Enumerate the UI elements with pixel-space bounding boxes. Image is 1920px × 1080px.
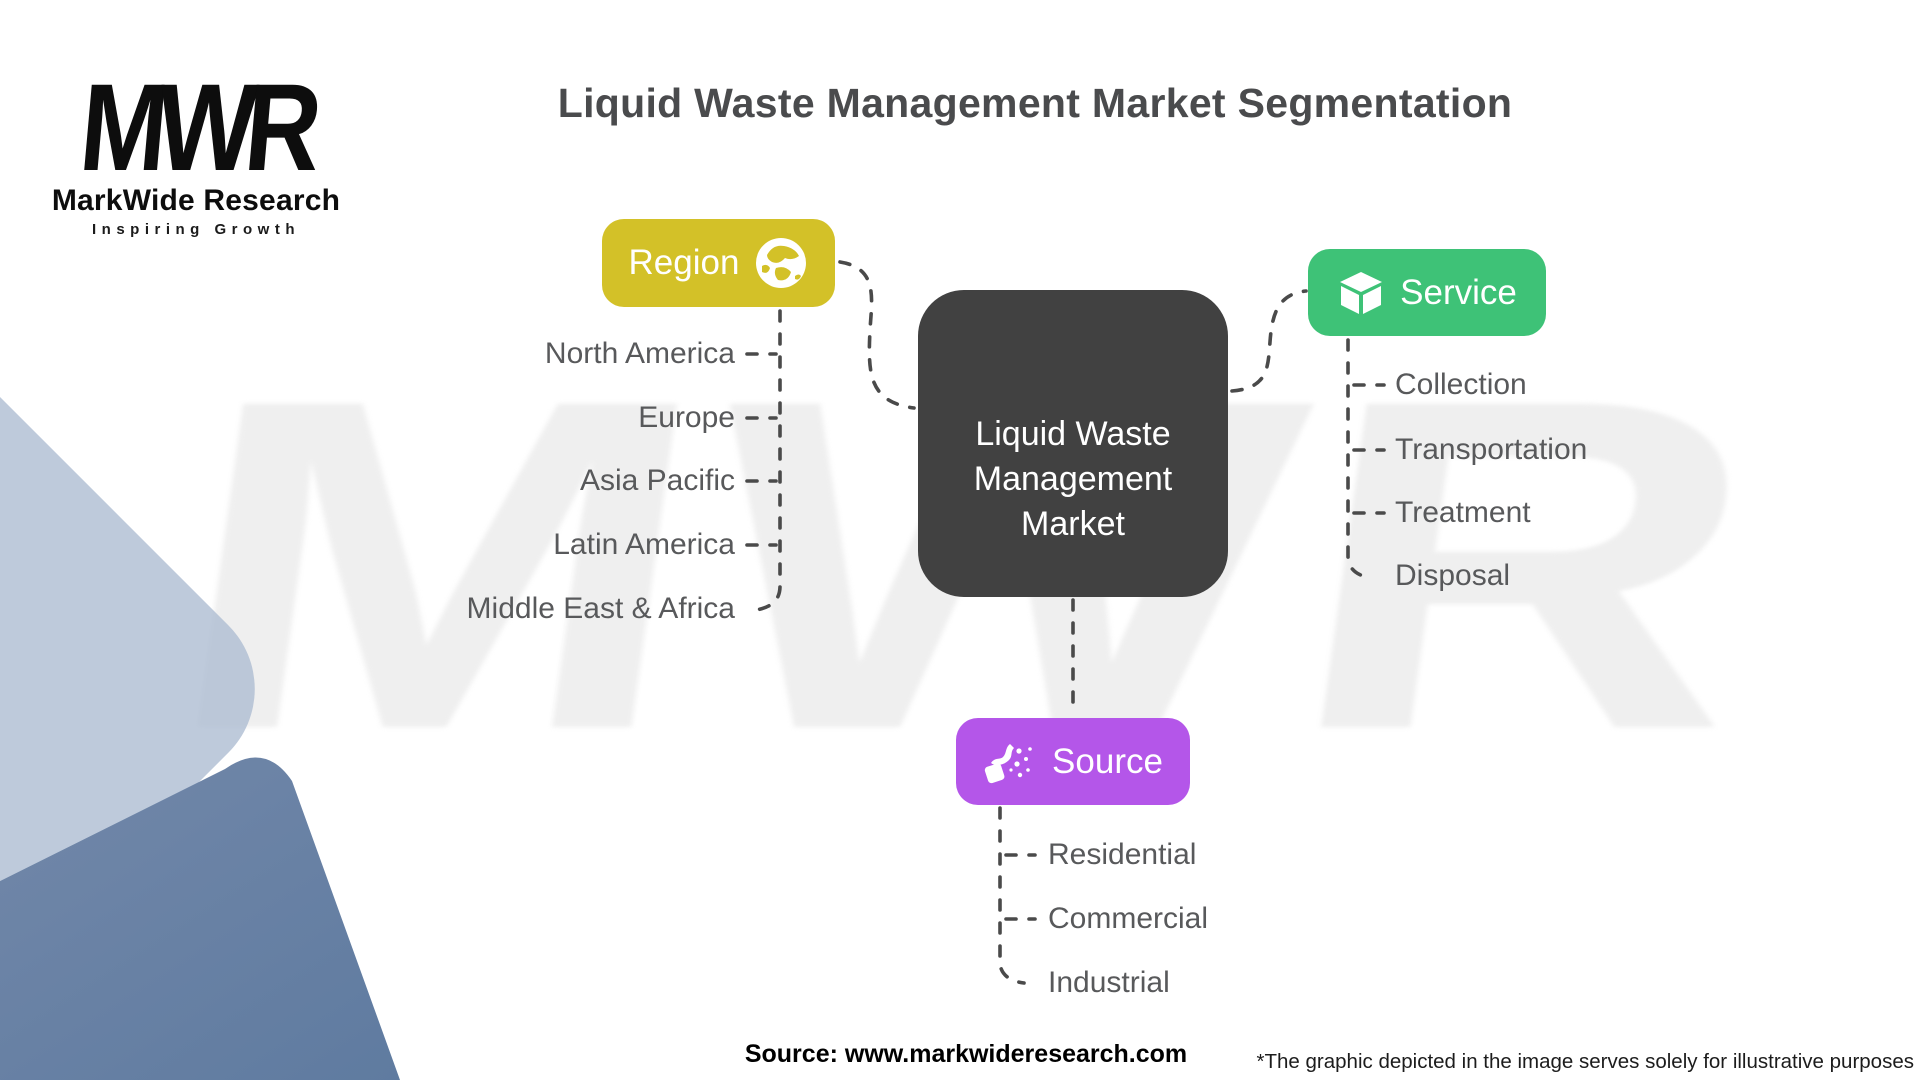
source-node-label: Source xyxy=(1052,741,1163,781)
service-node-label: Service xyxy=(1400,272,1517,312)
mwr-logo-mark: MWR xyxy=(74,59,318,197)
cube-icon xyxy=(1337,269,1385,317)
region-branch-node: Region xyxy=(602,219,835,307)
source-child-commercial: Commercial xyxy=(1048,902,1209,935)
region-child-middle-east-africa: Middle East & Africa xyxy=(466,592,735,625)
service-child-collection: Collection xyxy=(1395,368,1527,401)
service-child-disposal: Disposal xyxy=(1395,559,1511,592)
service-child-transportation: Transportation xyxy=(1395,433,1588,466)
source-child-industrial: Industrial xyxy=(1048,966,1170,999)
disclaimer-note: *The graphic depicted in the image serve… xyxy=(1256,1050,1914,1073)
service-child-treatment: Treatment xyxy=(1395,496,1531,529)
markwide-logo: MWR MarkWide Research Inspiring Growth xyxy=(50,59,342,238)
region-child-north-america: North America xyxy=(544,337,735,370)
source-attribution: Source: www.markwideresearch.com xyxy=(744,1040,1188,1068)
region-node-label: Region xyxy=(628,243,740,282)
central-market-node: Liquid Waste Management Market xyxy=(918,290,1228,597)
page-title: Liquid Waste Management Market Segmentat… xyxy=(557,80,1513,126)
globe-icon xyxy=(754,236,808,290)
region-child-latin-america: Latin America xyxy=(553,528,735,561)
source-branch-node: Source xyxy=(956,718,1190,805)
logo-company-name: MarkWide Research xyxy=(51,184,341,217)
corner-shape-dark xyxy=(0,757,400,1080)
source-child-residential: Residential xyxy=(1048,838,1197,871)
logo-tagline: Inspiring Growth xyxy=(92,221,300,238)
splash-icon xyxy=(983,737,1037,787)
region-child-asia-pacific: Asia Pacific xyxy=(579,464,735,497)
region-child-europe: Europe xyxy=(638,401,735,434)
service-branch-node: Service xyxy=(1308,249,1546,336)
